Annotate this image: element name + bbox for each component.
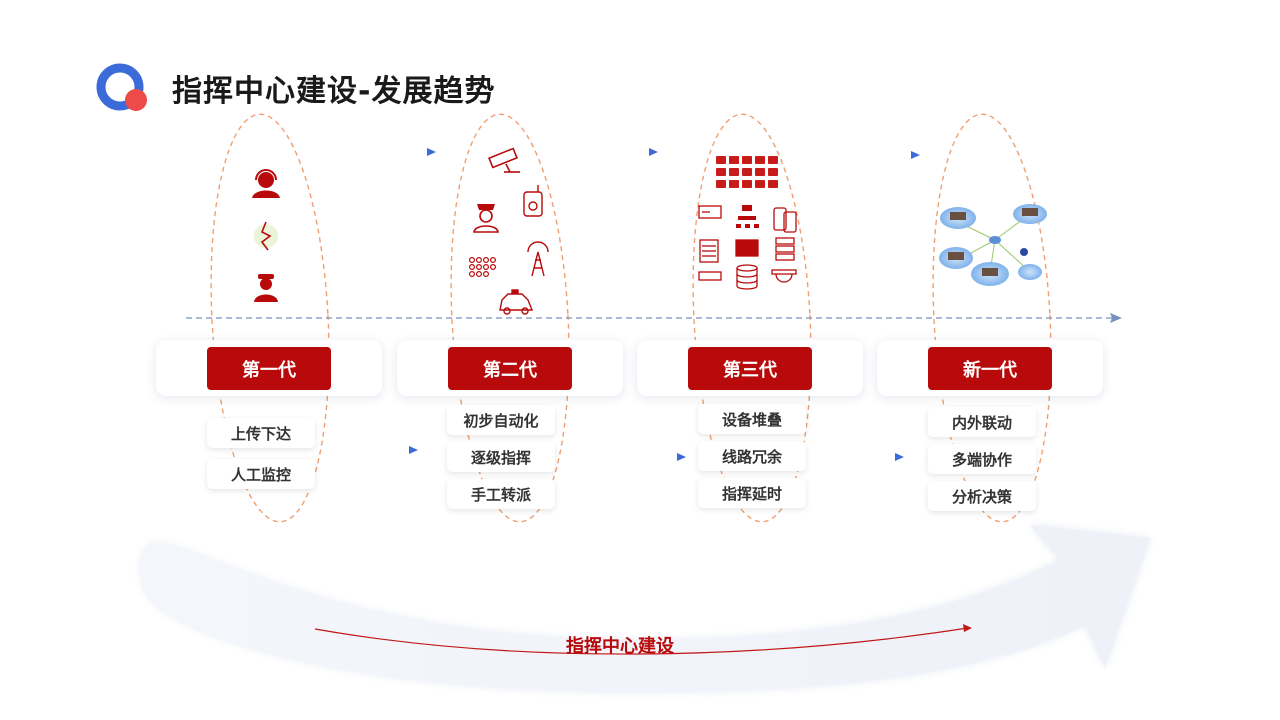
police-officer-icon xyxy=(473,204,499,233)
guard-icon xyxy=(254,274,278,302)
signal-icon xyxy=(254,221,278,251)
bottom-arrows xyxy=(338,446,904,461)
feature-tag: 人工监控 xyxy=(207,459,315,489)
server-icon xyxy=(698,205,722,219)
bottom-label: 指挥中心建设 xyxy=(566,636,674,657)
generation-card-4: 新一代 xyxy=(877,340,1103,396)
feature-tag: 线路冗余 xyxy=(698,441,806,471)
feature-tag: 分析决策 xyxy=(928,481,1036,511)
police-car-icon xyxy=(499,289,534,315)
signal-tower-icon xyxy=(527,241,549,277)
cctv-camera-icon xyxy=(488,147,520,173)
timeline-arrowhead xyxy=(1110,313,1122,323)
feature-tag: 内外联动 xyxy=(928,407,1036,437)
feature-tag: 上传下达 xyxy=(207,418,315,448)
dome-camera-icon xyxy=(771,269,797,283)
generation-ellipses xyxy=(210,113,1052,523)
generation-label: 第一代 xyxy=(207,347,331,390)
generation-label: 新一代 xyxy=(928,347,1052,390)
ellipse-gen2 xyxy=(450,113,570,523)
keypad-icon xyxy=(469,257,497,278)
bottom-arc-arrowhead xyxy=(963,624,972,632)
feature-tag: 指挥延时 xyxy=(698,478,806,508)
ellipse-gen3 xyxy=(692,113,812,523)
operator-headset-icon xyxy=(252,169,280,198)
page-title: 指挥中心建设-发展趋势 xyxy=(172,74,496,109)
network-icon xyxy=(736,205,759,228)
generation-card-1: 第一代 xyxy=(156,340,382,396)
sweep-arrow xyxy=(140,525,1151,692)
rack-icon xyxy=(698,237,795,281)
database-icon xyxy=(736,264,758,290)
feature-tag: 手工转派 xyxy=(447,479,555,509)
ellipse-gen1 xyxy=(210,113,330,523)
generation-card-3: 第三代 xyxy=(637,340,863,396)
cloud-network-icon xyxy=(939,204,1047,286)
top-arrows xyxy=(354,148,920,159)
generation-label: 第三代 xyxy=(688,347,812,390)
mobile-icon xyxy=(773,207,797,233)
bottom-arc-line xyxy=(314,627,969,655)
video-wall-icon xyxy=(716,156,778,188)
feature-tag: 初步自动化 xyxy=(447,405,555,435)
brand-logo-icon xyxy=(96,63,147,111)
feature-tag: 设备堆叠 xyxy=(698,404,806,434)
radio-icon xyxy=(523,185,543,217)
generation-label: 第二代 xyxy=(448,347,572,390)
feature-tag: 多端协作 xyxy=(928,444,1036,474)
generation-card-2: 第二代 xyxy=(397,340,623,396)
ellipse-gen4 xyxy=(932,113,1052,523)
feature-tag: 逐级指挥 xyxy=(447,442,555,472)
